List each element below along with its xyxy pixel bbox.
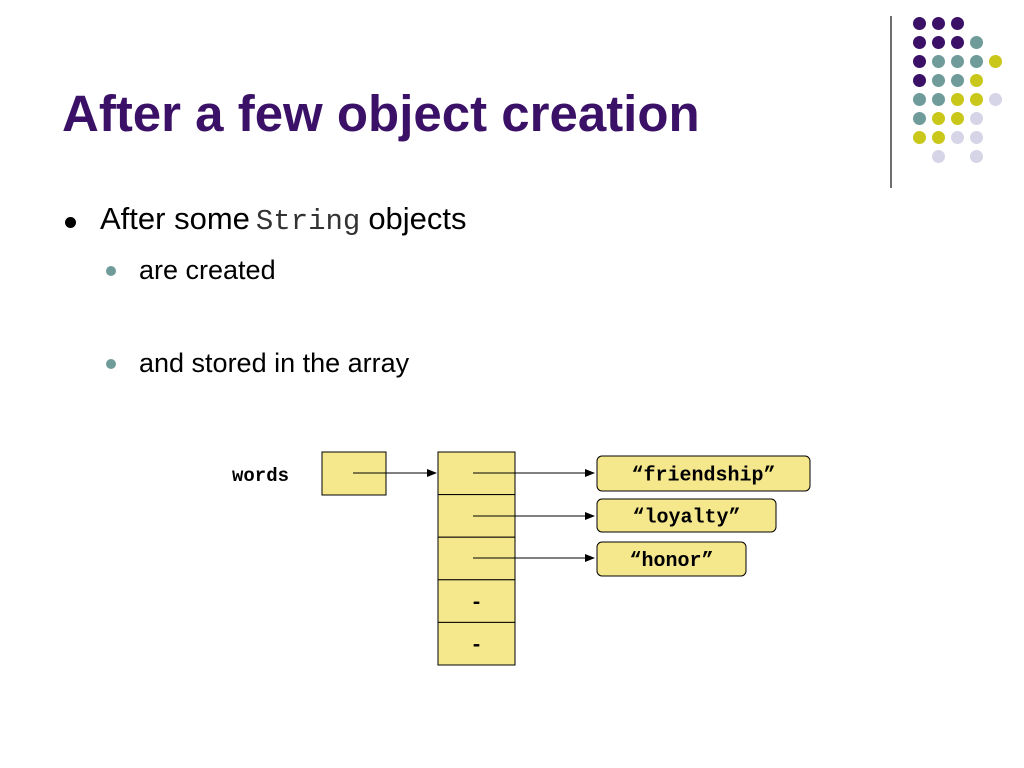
sub-bullet-item-2: and stored in the array [139,348,409,379]
string-object-label: “loyalty” [632,507,740,530]
sub-bullet-dot-icon [106,266,116,276]
string-object-label: “honor” [629,550,713,573]
string-object-box [596,541,747,577]
array-cell [437,621,516,666]
array-cell-null-label: - [470,592,482,615]
decorative-divider-line [890,16,892,188]
string-object-box [596,455,811,492]
array-cell-null-label: - [470,635,482,658]
variable-label: words [232,465,289,487]
bullet-dot-icon [65,217,76,228]
sub-bullet-text: and stored in the array [139,348,410,378]
sub-bullet-item-1: are created [139,255,276,286]
bullet-item-1: After some String objects [100,201,467,238]
sub-bullet-text: are created [139,255,276,285]
bullet-text-before: After some [100,201,250,236]
bullet-text-after: objects [368,201,467,236]
string-object-box [596,498,777,533]
string-object-label: “friendship” [631,465,775,488]
slide-title: After a few object creation [62,85,700,142]
sub-bullet-dot-icon [106,359,116,369]
string-objects: “friendship” “loyalty” “honor” [473,455,811,577]
bullet-inline-code: String [255,205,361,238]
